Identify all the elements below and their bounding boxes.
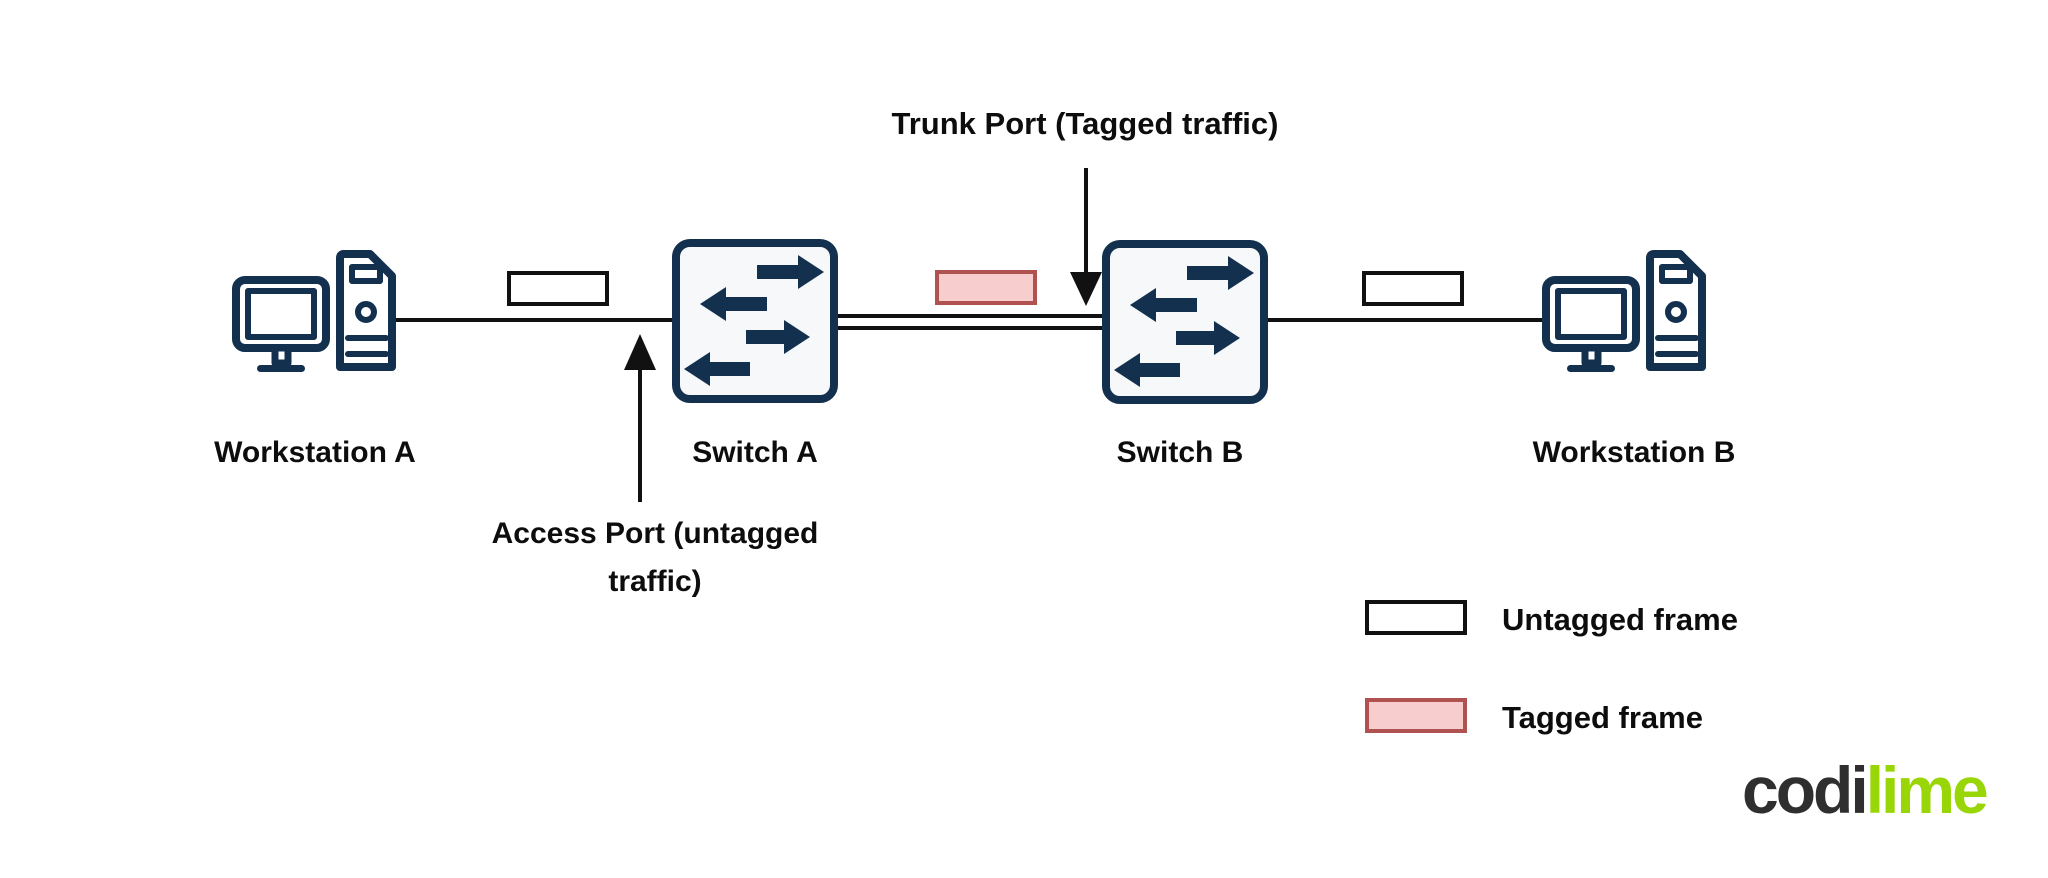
legend-untagged-label: Untagged frame (1502, 602, 1738, 637)
legend-tagged-swatch (1365, 698, 1467, 733)
access-link-line (396, 318, 676, 322)
switch-b-label: Switch B (1116, 436, 1244, 469)
trunk-link-line-bottom (834, 326, 1106, 330)
workstation-b-label: Workstation B (1532, 436, 1736, 469)
switch-a-icon (672, 239, 838, 403)
workstation-b-icon (1540, 246, 1710, 376)
logo-text-lime: lime (1865, 753, 1989, 827)
workstation-b-link-line (1264, 318, 1542, 322)
switch-a-label: Switch A (692, 436, 818, 469)
untagged-frame-marker-left (507, 271, 609, 306)
codilime-logo: codilime (1742, 752, 1989, 828)
trunk-link-line-top (834, 314, 1106, 318)
workstation-a-icon (230, 246, 400, 376)
legend-untagged-swatch (1365, 600, 1467, 635)
tagged-frame-marker (935, 270, 1037, 305)
untagged-frame-marker-right (1362, 271, 1464, 306)
workstation-a-label: Workstation A (214, 436, 416, 469)
trunk-port-arrow-icon (1070, 168, 1102, 306)
trunk-port-annotation: Trunk Port (Tagged traffic) (891, 106, 1279, 141)
access-port-arrow-icon (624, 334, 656, 502)
legend-tagged-label: Tagged frame (1502, 700, 1703, 735)
access-port-annotation: Access Port (untagged traffic) (491, 517, 819, 598)
switch-b-icon (1102, 240, 1268, 404)
logo-text-dark: codi (1742, 753, 1869, 827)
